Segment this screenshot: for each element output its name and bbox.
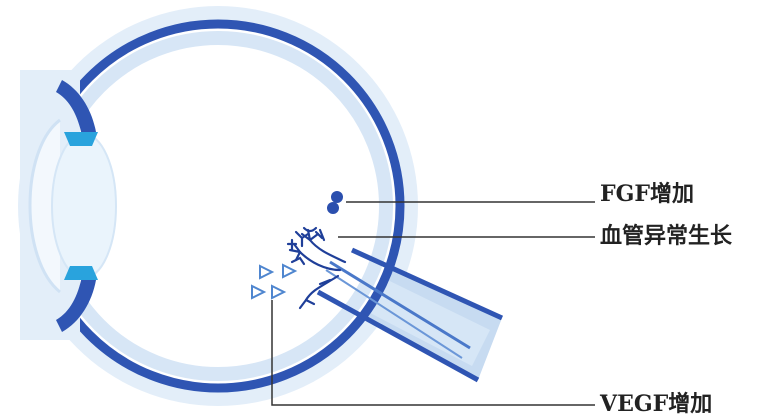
label-abnormal-vessel-growth: 血管异常生长 xyxy=(600,225,732,247)
label-vegf-increase: VEGF增加 xyxy=(600,393,712,415)
fgf-dot-icon xyxy=(331,191,343,203)
label-fgf-increase: FGF增加 xyxy=(600,183,694,205)
cornea-accent-upper xyxy=(64,132,98,146)
fgf-dot-icon xyxy=(327,202,339,214)
lens xyxy=(52,134,116,278)
cornea-accent-lower xyxy=(64,266,98,280)
